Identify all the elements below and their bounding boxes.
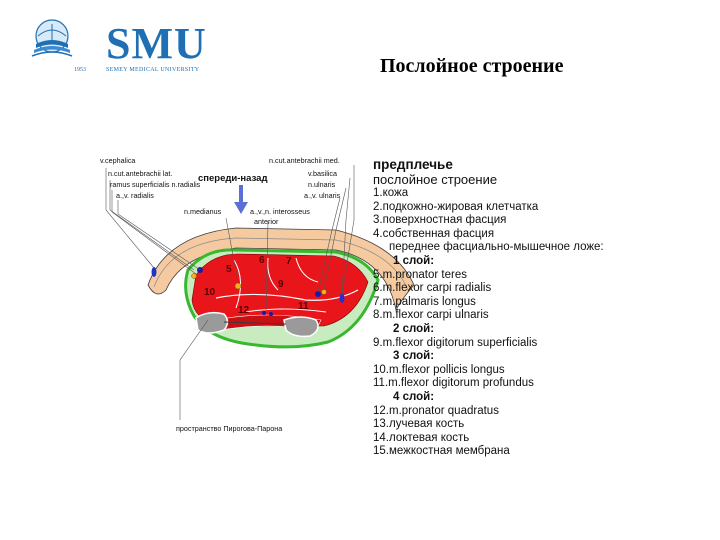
- ulnar-nerve: [321, 289, 327, 295]
- legend-item: 2.подкожно-жировая клетчатка: [373, 200, 539, 213]
- legend-item: 10.m.flexor pollicis longus: [373, 363, 505, 376]
- book-emblem-icon: [31, 19, 73, 57]
- legend-item: 12.m.pronator quadratus: [373, 404, 499, 417]
- slide-title: Послойное строение: [380, 55, 564, 77]
- median-nerve: [234, 282, 242, 290]
- legend-layer: 2 слой:: [393, 322, 435, 335]
- label-n-ulnaris: n.ulnaris: [308, 180, 336, 189]
- number-6: 6: [259, 255, 265, 266]
- number-11: 11: [298, 301, 309, 312]
- logo-subtitle: SEMEY MEDICAL UNIVERSITY: [106, 67, 200, 73]
- label-interosseus-anterior: anterior: [254, 217, 279, 226]
- label-v-cephalica: v.cephalica: [100, 156, 135, 165]
- radius-bone: [195, 311, 229, 334]
- legend-item: 14.локтевая кость: [373, 431, 470, 444]
- legend-item: 1.кожа: [373, 187, 409, 199]
- legend-item: 8.m.flexor carpi ulnaris: [373, 309, 489, 322]
- radial-nerve: [191, 273, 197, 279]
- legend-layer: 3 слой:: [393, 350, 435, 363]
- legend-bed: переднее фасциально-мышечное ложе:: [389, 241, 604, 254]
- logo-wordmark: SMU: [106, 19, 207, 68]
- legend-item: 5.m.pronator teres: [373, 268, 467, 281]
- label-pirogov-space: пространство Пирогова-Парона: [176, 424, 282, 433]
- label-a-v-radialis: a.,v. radialis: [116, 191, 154, 200]
- legend-item: 11.m.flexor digitorum profundus: [373, 377, 534, 390]
- forearm-cross-section-diagram: v.cephalica n.cut.antebrachii lat. ramus…: [100, 156, 415, 433]
- legend-layer: 1 слой:: [393, 254, 435, 267]
- legend-item: 15.межкостная мембрана: [373, 445, 510, 458]
- logo-year: 1953: [74, 67, 86, 73]
- label-n-medianus: n.medianus: [184, 207, 222, 216]
- interosseous-vessels: [262, 311, 266, 315]
- legend-item: 6.m.flexor carpi radialis: [373, 282, 492, 295]
- skin-fat-layer: [147, 227, 415, 312]
- legend-item: 3.поверхностная фасция: [373, 214, 507, 227]
- label-interosseus: a.,v.,n. interosseus: [250, 207, 310, 216]
- number-5: 5: [226, 264, 232, 275]
- legend-item: 9.m.flexor digitorum superficialis: [373, 336, 538, 349]
- number-7: 7: [286, 256, 292, 267]
- direction-arrow-icon: [234, 185, 248, 214]
- label-a-v-ulnaris: a.,v. ulnaris: [304, 191, 341, 200]
- legend-layer: 4 слой:: [393, 390, 435, 403]
- legend-item: 13.лучевая кость: [373, 418, 465, 431]
- label-v-basilica: v.basilica: [308, 169, 337, 178]
- label-n-cut-antebrachii-lat: n.cut.antebrachii lat.: [108, 169, 172, 178]
- legend-heading: предплечье: [373, 157, 453, 172]
- cephalic-vein: [151, 267, 157, 277]
- label-ramus-superficialis: ramus superficialis n.radialis: [110, 180, 201, 189]
- smu-logo: SMU 1953 SEMEY MEDICAL UNIVERSITY: [28, 12, 206, 73]
- basilic-vein: [339, 293, 345, 303]
- legend-item: 7.m.palmaris longus: [373, 295, 476, 308]
- interosseous-membrane: [223, 321, 287, 325]
- label-direction: спереди-назад: [198, 173, 267, 184]
- ulnar-vessels: [315, 291, 321, 297]
- legend-item: 4.собственная фасция: [373, 227, 495, 240]
- number-9: 9: [278, 279, 284, 290]
- number-10: 10: [204, 287, 216, 298]
- label-n-cut-antebrachii-med: n.cut.antebrachii med.: [269, 156, 340, 165]
- superficial-fascia-line: [153, 237, 409, 291]
- number-12: 12: [238, 305, 250, 316]
- ulna-bone: [283, 316, 319, 338]
- legend: предплечье послойное строение 1.кожа 2.п…: [373, 157, 604, 459]
- legend-subheading: послойное строение: [373, 172, 498, 187]
